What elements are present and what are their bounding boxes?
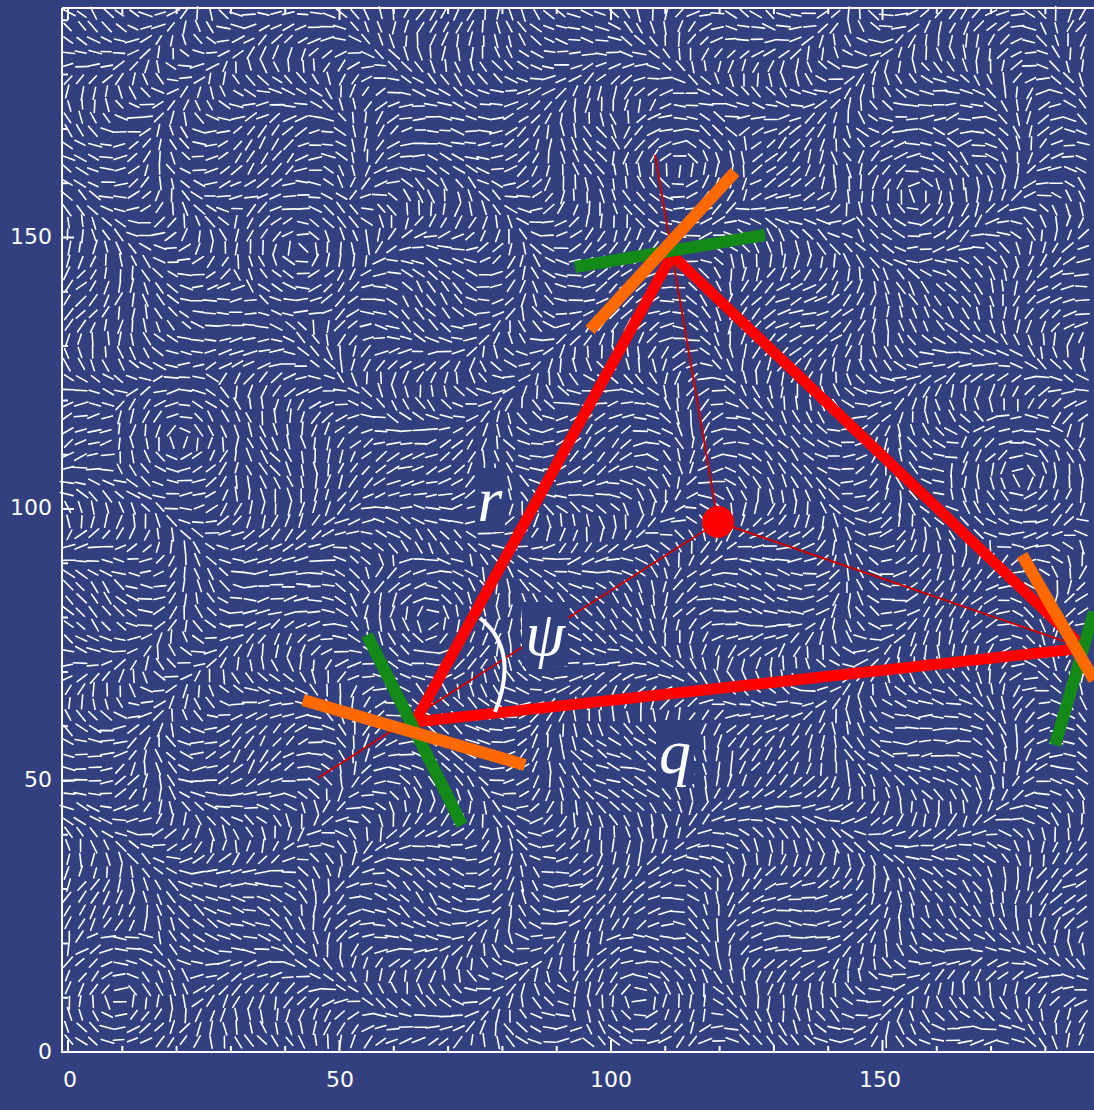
center-dot [702,506,734,538]
polarization-bars [303,172,1094,825]
center-lines [318,155,1084,778]
x-axis-number: 150 [859,1069,901,1091]
side-label: r [475,468,506,532]
angle-label: ψ [522,602,568,666]
axis-ticks [62,8,1045,1052]
x-axis-number: 100 [590,1069,632,1091]
triangle [415,255,1084,722]
y-axis-number: 0 [38,1041,52,1063]
y-axis-number: 100 [10,497,52,519]
y-axis-number: 150 [10,226,52,248]
angle-arc [480,618,505,712]
vector-field [60,7,1090,1049]
side-label: q [656,720,694,784]
x-axis-number: 50 [326,1069,354,1091]
x-axis-number: 0 [63,1069,77,1091]
y-axis-number: 50 [24,769,52,791]
plot-frame [62,8,1094,1052]
